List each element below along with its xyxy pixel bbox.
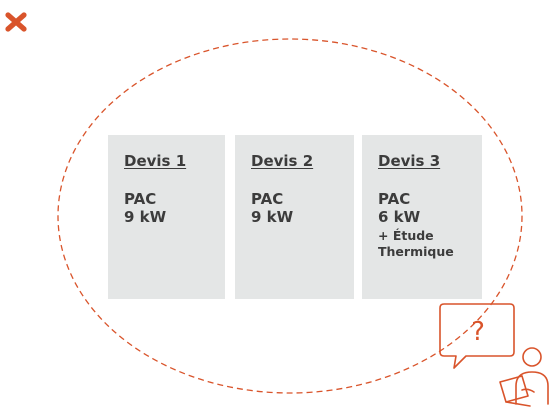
person-body <box>515 371 549 405</box>
quote-2-title: Devis 2 <box>251 152 314 170</box>
quote-2-type: PAC <box>251 190 284 208</box>
person-arm <box>521 388 535 393</box>
quote-1-title: Devis 1 <box>124 152 187 170</box>
question-mark-symbol: ? <box>471 317 485 347</box>
quote-card-2: Devis 2 PAC 9 kW <box>235 135 354 299</box>
speech-bubble-shape <box>439 303 515 369</box>
quote-3-power: 6 kW <box>378 208 421 226</box>
quote-3-type: PAC <box>378 190 411 208</box>
quote-1-type: PAC <box>124 190 157 208</box>
quote-1-power: 9 kW <box>124 208 167 226</box>
close-x-icon[interactable] <box>4 10 28 34</box>
quote-2-power: 9 kW <box>251 208 294 226</box>
quote-3-extra: + Étude Thermique <box>378 228 454 259</box>
quote-card-3: Devis 3 PAC 6 kW + Étude Thermique <box>362 135 482 299</box>
quote-3-title: Devis 3 <box>378 152 441 170</box>
laptop-shape <box>499 375 531 407</box>
person-question-laptop-icon: ? <box>439 303 549 407</box>
person-head <box>522 347 542 367</box>
quote-card-1: Devis 1 PAC 9 kW <box>108 135 225 299</box>
